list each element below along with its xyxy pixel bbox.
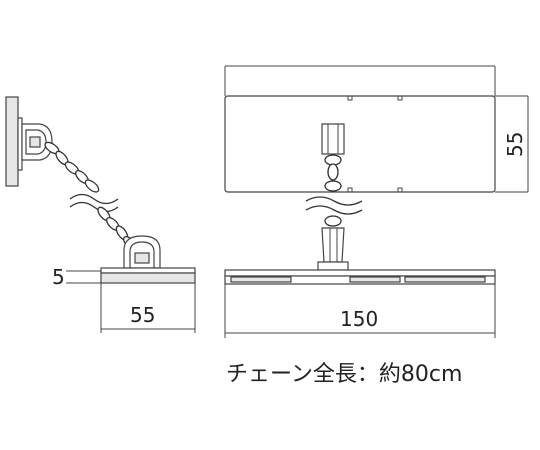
panel-notch-bottom-2 [397,187,403,192]
break-mark-2 [69,201,119,213]
lower-hanger [321,227,345,263]
dim-base-height: 5 [52,265,65,289]
dim-front-height: 55 [503,132,527,157]
wall-plate [5,96,19,187]
base-slot-center [349,276,401,283]
upper-hanger [321,123,345,155]
side-base-top [100,267,196,274]
side-dimensions [66,270,196,333]
side-base [100,272,196,284]
front-dimensions [224,65,529,338]
front-view [224,95,496,285]
front-chain-upper [324,154,342,192]
dim-base-width: 55 [130,303,155,327]
base-slot-left [230,276,292,283]
side-view [5,96,196,284]
lower-hanger-foot [317,261,349,271]
panel-notch-bottom-1 [347,187,353,192]
front-base-top [224,269,496,277]
upper-bracket-bolt [29,136,41,148]
sign-panel [224,95,496,193]
break-mark-1 [69,193,119,205]
front-chain-lower [324,215,342,227]
base-slot-right [404,276,486,283]
panel-notch-top-1 [347,96,353,101]
chain-upper [44,141,100,193]
panel-notch-top-2 [397,96,403,101]
front-break-mark-2 [305,205,363,215]
front-break-mark-1 [305,196,363,206]
dim-front-width: 150 [340,307,378,331]
chain-length-caption: チェーン全長：約80cm [226,362,463,387]
lower-bracket-bolt [134,252,150,264]
